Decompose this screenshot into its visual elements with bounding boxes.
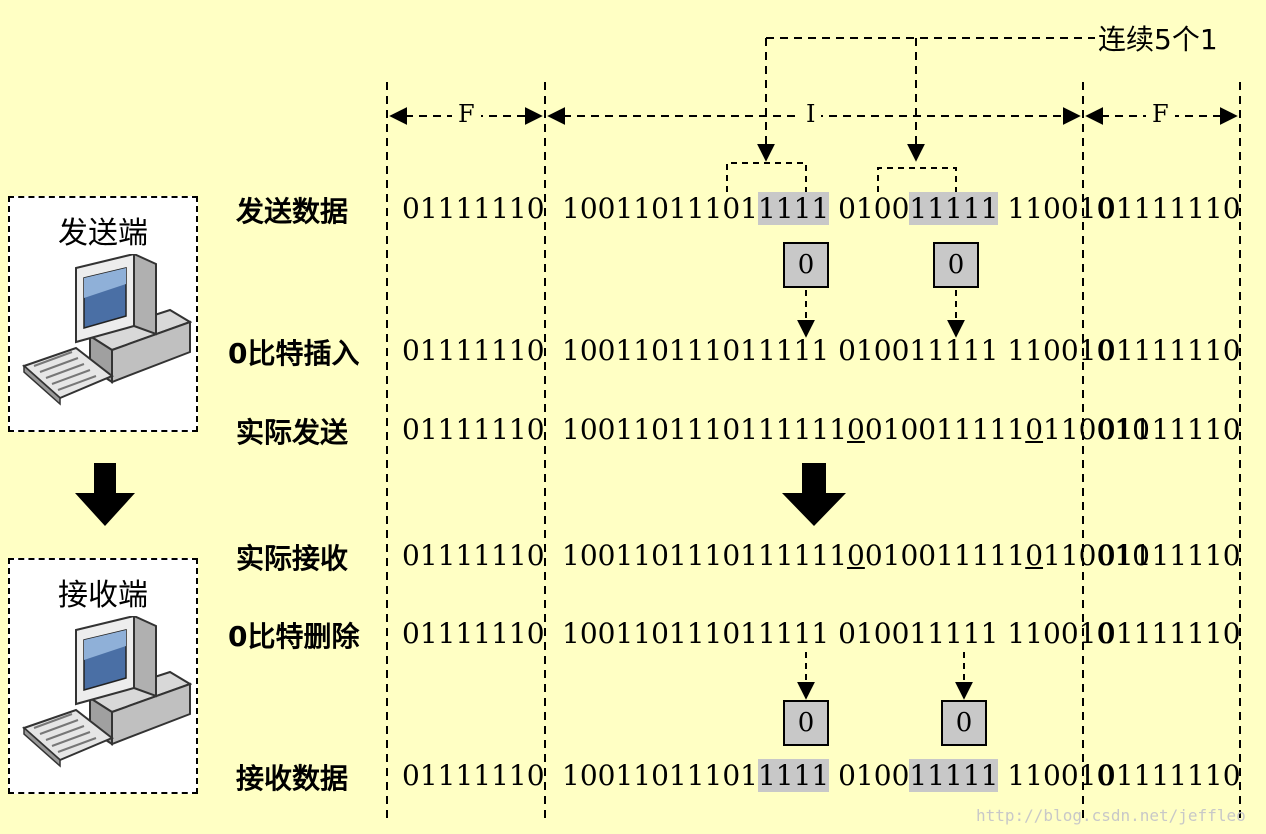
flag-bits: 01111110 [402,334,545,367]
sender-box: 发送端 [8,196,198,432]
consecutive-ones-annotation: 连续5个1 [1098,23,1218,56]
flag-bits: 01111110 [1098,539,1241,572]
receiver-box: 接收端 [8,558,198,794]
flag-bits: 01111110 [402,413,545,446]
actual-send-bits: 100110111011111100100111110110010 [562,413,1150,446]
deleted-zero-box: 0 [783,700,829,746]
flag-bits: 01111110 [1098,759,1241,792]
row-label-send: 发送数据 [236,195,349,228]
flag-field-mark-left: F [452,100,481,128]
big-down-arrow-left [75,463,135,526]
delete-data-bits: 100110111011111 010011111 110010 [562,617,1115,650]
insert-data-bits: 100110111011111 010011111 110010 [562,334,1115,367]
row-label-actual-send: 实际发送 [236,416,349,449]
sender-label: 发送端 [58,216,148,251]
receiver-label: 接收端 [58,578,148,613]
watermark: http://blog.csdn.net/jeffleo [976,806,1246,825]
big-down-arrow-center [782,463,846,526]
flag-bits: 01111110 [1098,617,1241,650]
flag-field-mark-right: F [1146,100,1175,128]
inserted-zero-box: 0 [783,242,829,288]
flag-bits: 01111110 [1098,192,1241,225]
computer-icon [22,616,192,768]
send-data-bits: 100110111011111 010011111 110010 [562,192,1115,225]
flag-bits: 01111110 [402,192,545,225]
recv-data-bits: 100110111011111 010011111 110010 [562,759,1115,792]
inserted-zero-box: 0 [933,242,979,288]
flag-bits: 01111110 [402,617,545,650]
row-label-delete: 0比特删除 [228,620,360,653]
flag-bits: 01111110 [402,759,545,792]
row-label-actual-recv: 实际接收 [236,542,349,575]
deleted-zero-box: 0 [941,700,987,746]
actual-recv-bits: 100110111011111100100111110110010 [562,539,1150,572]
info-field-mark: I [800,100,822,128]
row-label-recv: 接收数据 [236,762,349,795]
flag-bits: 01111110 [1098,334,1241,367]
computer-icon [22,254,192,406]
flag-bits: 01111110 [402,539,545,572]
flag-bits: 01111110 [1098,413,1241,446]
row-label-insert: 0比特插入 [228,337,360,370]
